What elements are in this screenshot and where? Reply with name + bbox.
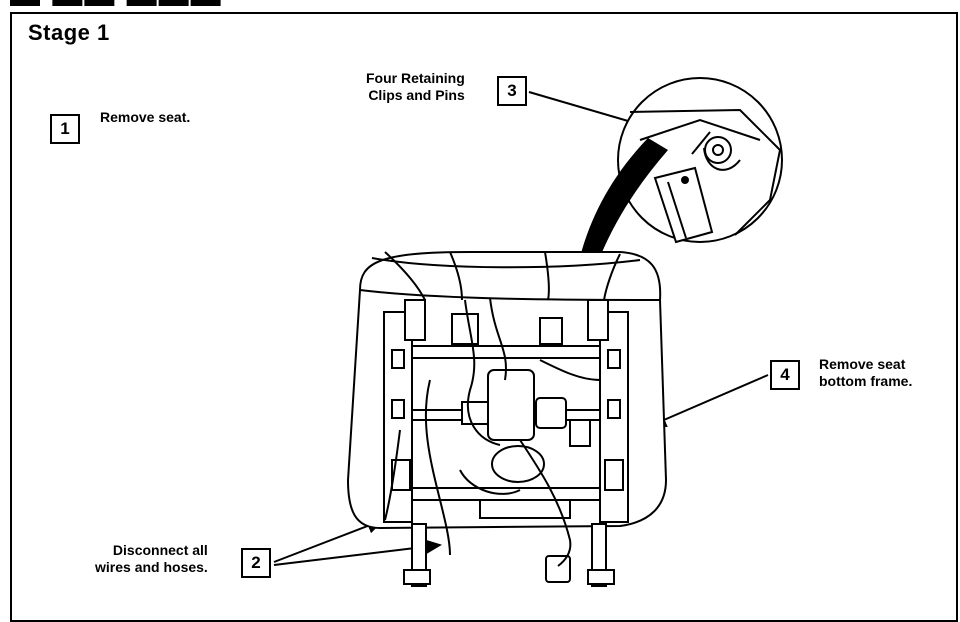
step-4-box: 4 xyxy=(770,360,800,390)
cropped-header-text: ▬ ▬▬ ▬▬▬ xyxy=(10,0,223,8)
cropped-header: ▬ ▬▬ ▬▬▬ xyxy=(0,0,960,8)
step-1-label: Remove seat. xyxy=(100,109,191,125)
wiring-harness xyxy=(384,297,601,567)
step-3-label: Four Retaining Clips and Pins xyxy=(366,70,465,103)
step-2-label: Disconnect all wires and hoses. xyxy=(95,542,208,575)
step-2-box: 2 xyxy=(241,548,271,578)
leader-step-4 xyxy=(648,374,769,427)
detail-magnifier xyxy=(617,77,783,244)
stage-title: Stage 1 xyxy=(28,20,110,45)
step-1-box: 1 xyxy=(50,114,80,144)
step-4-label: Remove seat bottom frame. xyxy=(819,356,913,389)
leader-step-2a xyxy=(273,518,385,563)
step-3-box: 3 xyxy=(497,76,527,106)
seat-illustration xyxy=(273,77,783,587)
